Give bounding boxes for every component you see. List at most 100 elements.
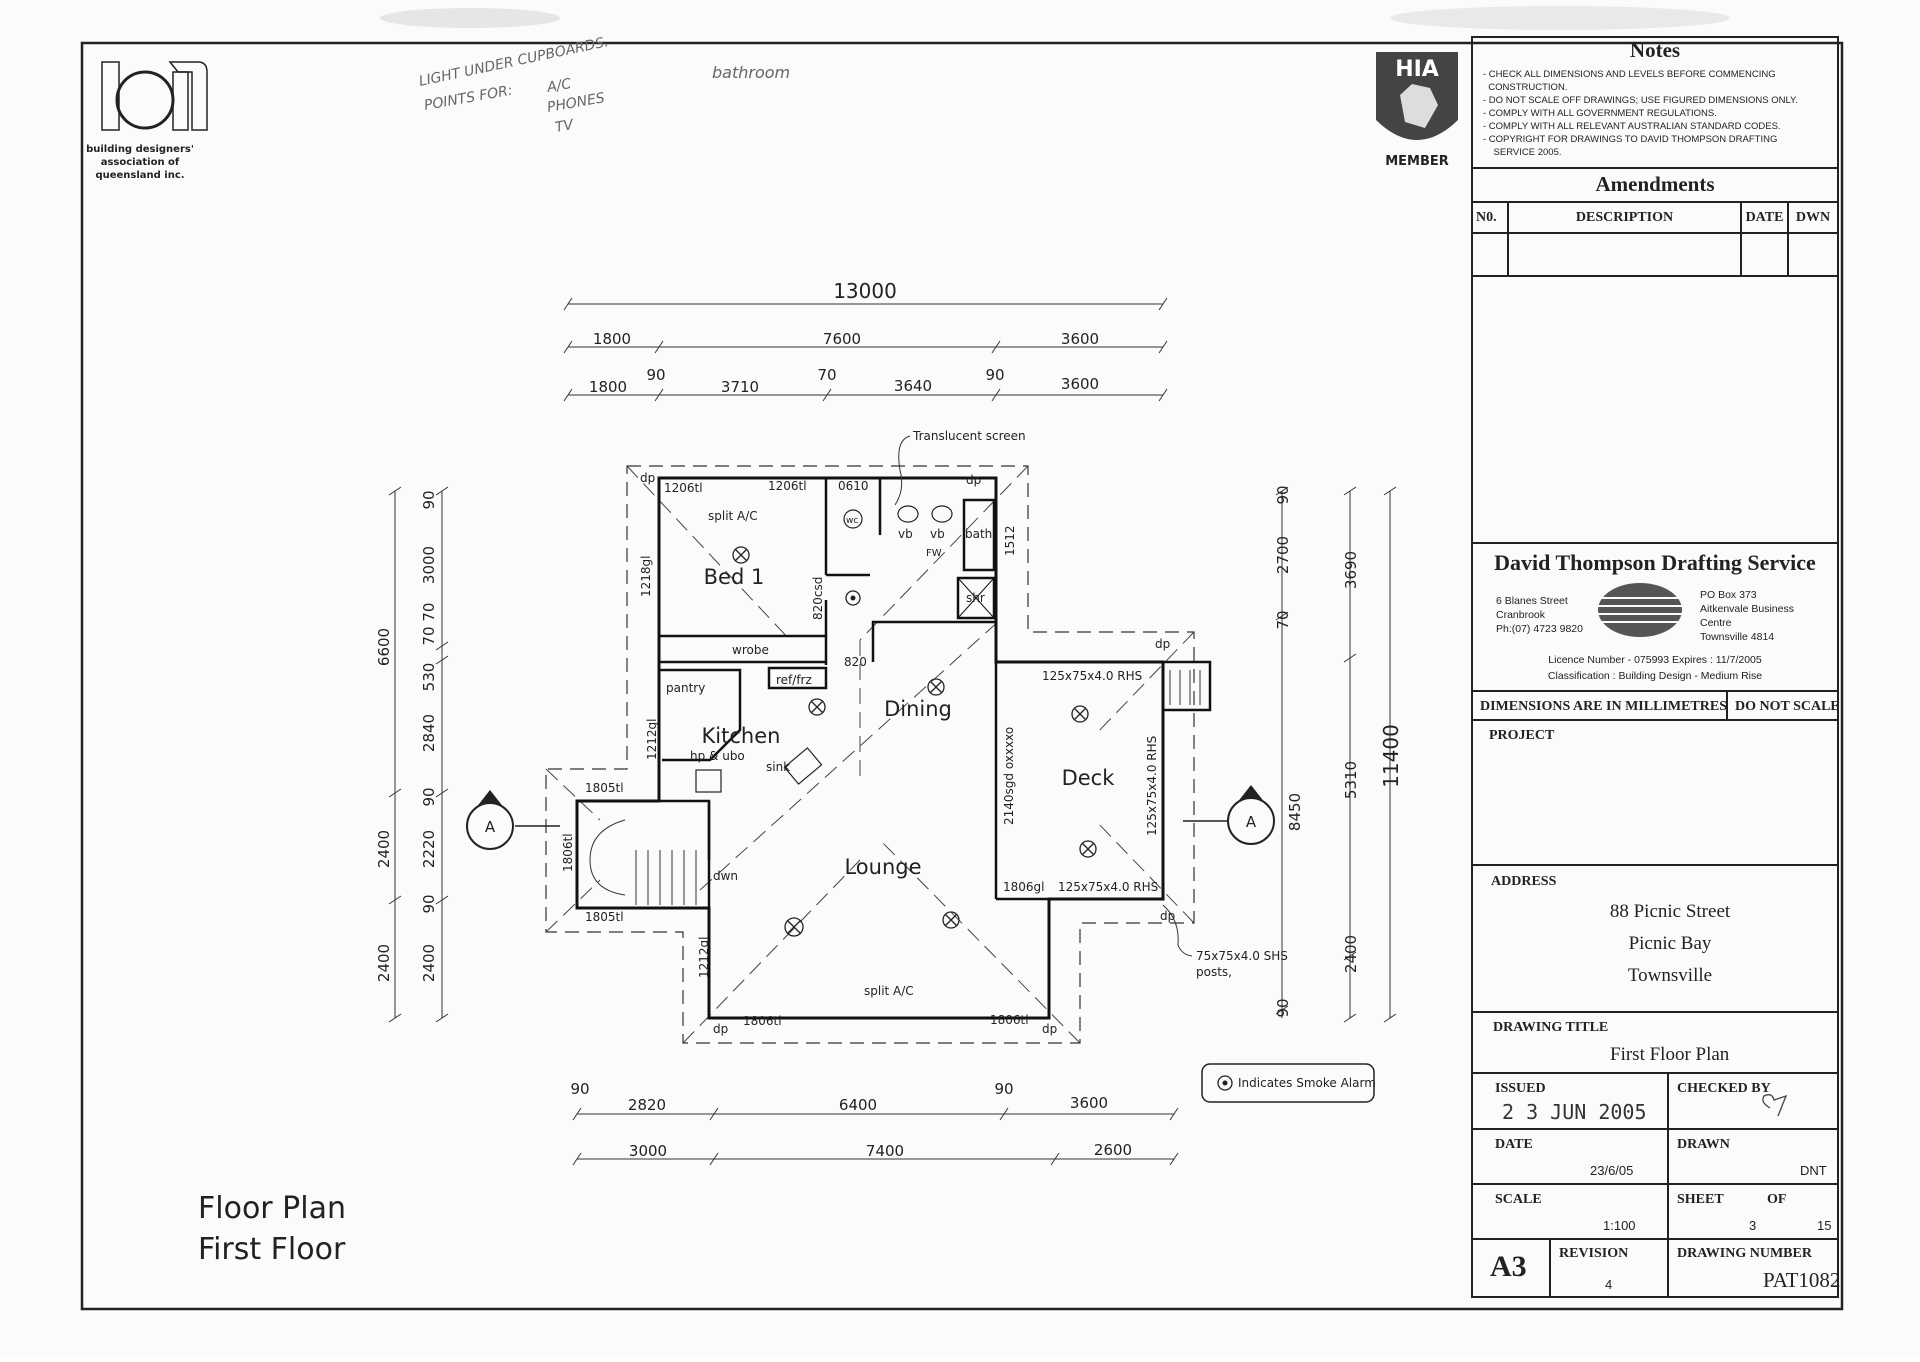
svg-text:8450: 8450 [1286, 793, 1304, 831]
amendments-col-date: DATE [1745, 210, 1784, 225]
light-icon [1071, 705, 1089, 723]
svg-text:2600: 2600 [1094, 1141, 1132, 1159]
svg-text:3600: 3600 [1061, 375, 1099, 393]
svg-text:3710: 3710 [721, 378, 759, 396]
svg-text:6600: 6600 [375, 628, 393, 666]
svg-text:dp: dp [1155, 637, 1170, 651]
external-walls [575, 476, 1165, 1020]
svg-text:1206tl: 1206tl [768, 479, 807, 493]
svg-text:70: 70 [1274, 610, 1292, 629]
handwritten-note: bathroom [712, 63, 790, 82]
handwritten-note: A/C [545, 76, 573, 96]
address-line: Cranbrook [1496, 609, 1546, 621]
svg-text:dp: dp [1042, 1022, 1057, 1036]
svg-text:1806tl: 1806tl [561, 833, 575, 872]
svg-text:sink: sink [766, 760, 790, 774]
sheet-label: SHEET [1677, 1192, 1724, 1207]
room-bed1: Bed 1 [704, 565, 765, 589]
sheet-of-label: OF [1767, 1192, 1787, 1207]
svg-text:1218gl: 1218gl [639, 556, 653, 598]
amendments-col-description: DESCRIPTION [1575, 210, 1674, 225]
svg-text:70 70: 70 70 [420, 603, 438, 646]
address-line: Picnic Bay [1628, 933, 1712, 954]
svg-text:split A/C: split A/C [864, 984, 914, 998]
svg-text:90: 90 [420, 490, 438, 509]
drawing-title-label: DRAWING TITLE [1493, 1020, 1609, 1035]
roof-hip-lines [545, 465, 1195, 1044]
svg-text:wrobe: wrobe [732, 643, 769, 657]
sheet-total: 15 [1817, 1218, 1832, 1233]
svg-text:2400: 2400 [420, 944, 438, 982]
issued-label: ISSUED [1495, 1081, 1546, 1096]
svg-text:2700: 2700 [1274, 536, 1292, 574]
light-icon [1079, 840, 1097, 858]
svg-text:HIA: HIA [1395, 57, 1439, 82]
classification: Classification : Building Design - Mediu… [1547, 670, 1763, 682]
basin-icon [931, 505, 953, 523]
note-item: - DO NOT SCALE OFF DRAWINGS; USE FIGURED… [1483, 95, 1798, 106]
svg-text:1806tl: 1806tl [743, 1014, 782, 1028]
roof-outline [545, 465, 1195, 1044]
light-icon [808, 698, 826, 716]
hia-logo: HIA MEMBER [1376, 52, 1458, 169]
svg-text:90: 90 [985, 366, 1004, 384]
svg-text:shr: shr [966, 591, 985, 605]
light-fittings [732, 546, 1097, 937]
svg-text:1512: 1512 [1003, 525, 1017, 556]
svg-text:13000: 13000 [833, 279, 897, 303]
svg-text:Indicates Smoke Alarm: Indicates Smoke Alarm [1238, 1076, 1376, 1090]
sheet-title: Floor Plan [198, 1191, 346, 1226]
svg-text:dwn: dwn [713, 869, 738, 883]
drawn-label: DRAWN [1677, 1137, 1730, 1152]
svg-text:1212gl: 1212gl [645, 719, 659, 761]
amendments-col-no: N0. [1476, 210, 1497, 225]
svg-text:6400: 6400 [839, 1096, 877, 1114]
svg-text:2140sgd oxxxxo: 2140sgd oxxxxo [1002, 727, 1016, 825]
svg-text:90: 90 [1274, 998, 1292, 1017]
smoke-alarm-icon [845, 590, 861, 606]
svg-text:1805tl: 1805tl [585, 781, 624, 795]
svg-text:1806tl: 1806tl [990, 1013, 1029, 1027]
scale-value: 1:100 [1603, 1218, 1636, 1233]
svg-text:125x75x4.0 RHS: 125x75x4.0 RHS [1042, 669, 1142, 683]
svg-text:2400: 2400 [375, 830, 393, 868]
section-marker-right: A [1183, 785, 1275, 845]
licence-number: Licence Number - 075993 Expires : 11/7/2… [1548, 654, 1762, 666]
cooktop-icon [695, 769, 722, 793]
svg-text:90: 90 [570, 1080, 589, 1098]
note-item: - COMPLY WITH ALL RELEVANT AUSTRALIAN ST… [1483, 121, 1781, 132]
drawing-number-label: DRAWING NUMBER [1677, 1246, 1812, 1261]
svg-text:2220: 2220 [420, 830, 438, 868]
dtds-logo [1598, 583, 1682, 637]
toilet-icon [843, 509, 863, 529]
notes-title: Notes [1629, 38, 1681, 62]
svg-text:bath: bath [965, 527, 992, 541]
title-block-frame [1471, 36, 1839, 1298]
fixtures [695, 505, 953, 793]
date-value: 23/6/05 [1590, 1163, 1634, 1178]
svg-text:70: 70 [817, 366, 836, 384]
svg-text:hp & ubo: hp & ubo [690, 749, 745, 763]
svg-text:820: 820 [844, 655, 867, 669]
address-line: PO Box 373 [1700, 589, 1757, 601]
svg-text:dp: dp [640, 471, 655, 485]
issued-stamp: 2 3 JUN 2005 [1502, 1100, 1647, 1124]
svg-text:11400: 11400 [1379, 724, 1403, 788]
svg-text:3600: 3600 [1070, 1094, 1108, 1112]
address-line: 6 Blanes Street [1496, 595, 1568, 607]
drawing-title-value: First Floor Plan [1610, 1044, 1730, 1065]
address-line: Centre [1700, 617, 1732, 629]
svg-text:2400: 2400 [1342, 935, 1360, 973]
room-kitchen: Kitchen [702, 724, 781, 748]
dimensions-note: DIMENSIONS ARE IN MILLIMETRES [1480, 699, 1727, 714]
plan-labels: dp 1206tl 1206tl 0610 dp split A/C wc vb… [561, 429, 1288, 1036]
address-line: 88 Picnic Street [1609, 901, 1731, 922]
sheet-border [80, 41, 1844, 1311]
project-label: PROJECT [1489, 728, 1555, 743]
svg-text:split A/C: split A/C [708, 509, 758, 523]
svg-text:1800: 1800 [593, 330, 631, 348]
svg-text:wc: wc [846, 516, 858, 526]
